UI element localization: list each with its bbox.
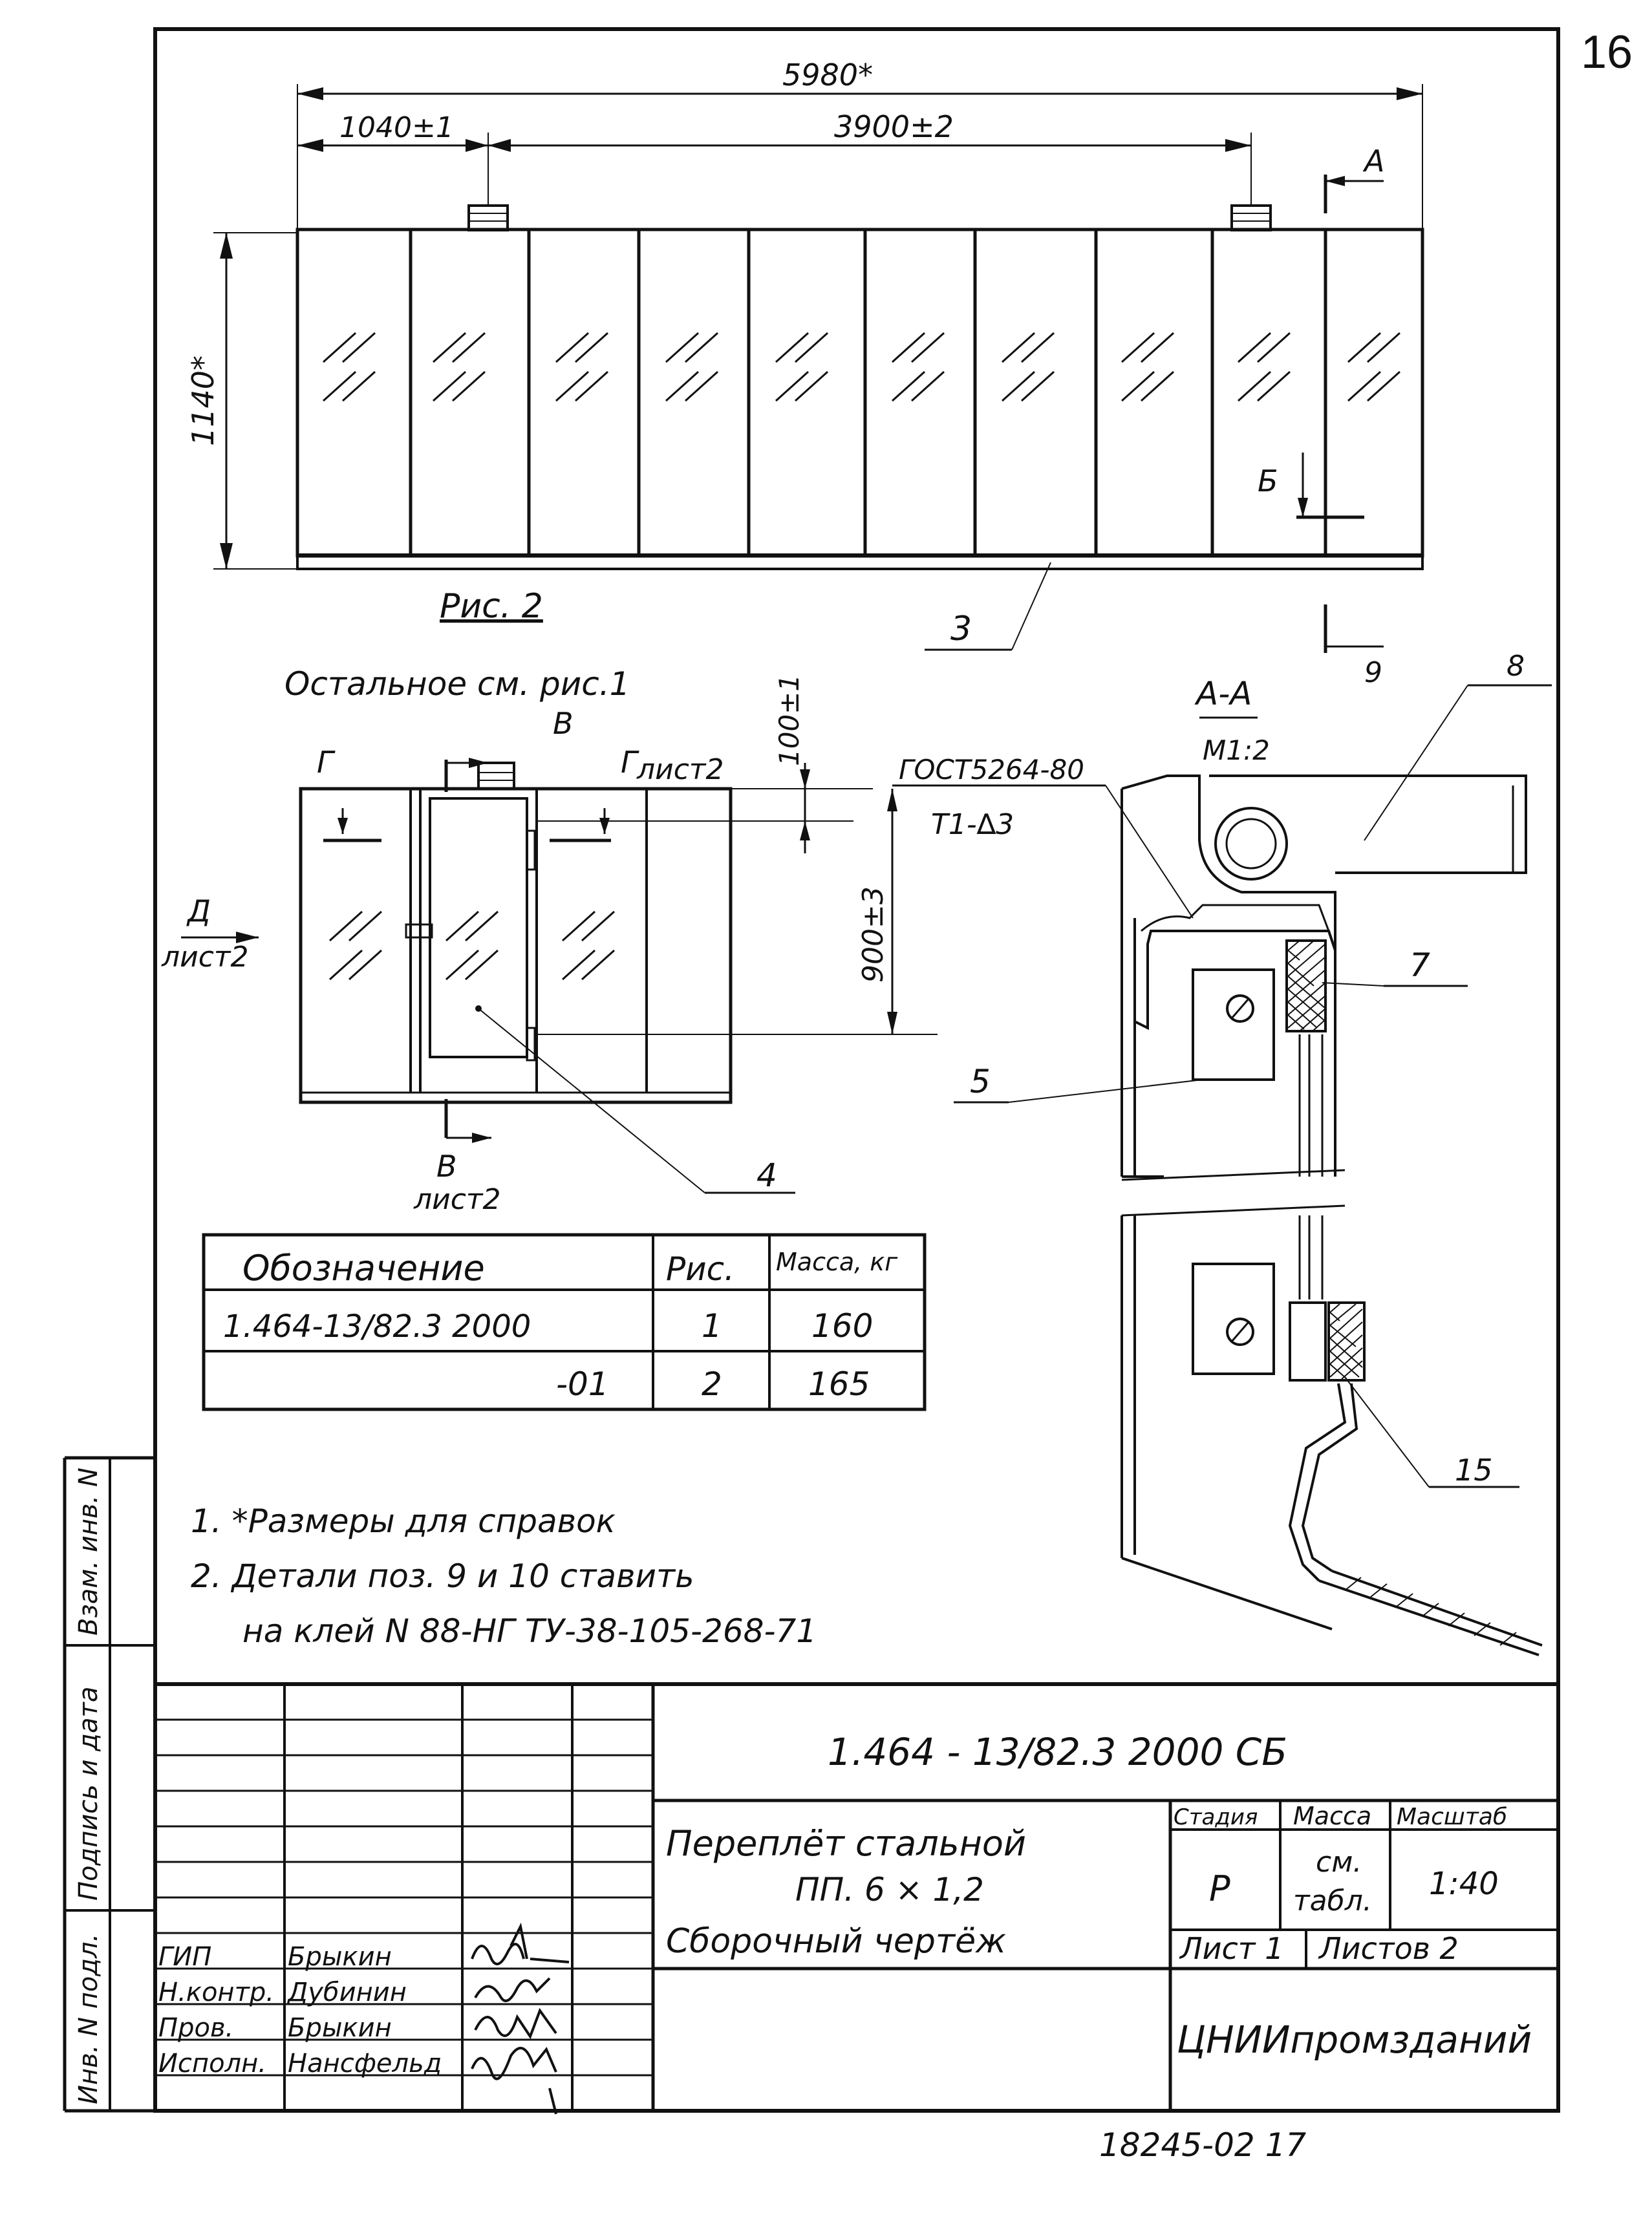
callout-3: 3 <box>950 610 972 648</box>
col-scale-label: Масштаб <box>1397 1804 1507 1830</box>
stage-value: Р <box>1209 1868 1230 1909</box>
section-aa-title: А-А <box>1194 675 1252 712</box>
page-number: 16 <box>1581 27 1633 78</box>
sheet-frame <box>63 27 1560 2113</box>
table-cell-designation-2: -01 <box>556 1365 609 1403</box>
note-line-3: на клей N 88-НГ ТУ-38-105-268-71 <box>242 1612 817 1650</box>
archive-number: 18245-02 17 <box>1099 2126 1306 2164</box>
sheet-ref-d: лист2 <box>161 941 249 974</box>
table-header-designation: Обозначение <box>242 1248 485 1288</box>
dim-overall-length: 5980* <box>782 58 873 92</box>
mass-value-line-1: см. <box>1316 1846 1362 1879</box>
mass-value-line-2: табл. <box>1293 1885 1372 1918</box>
col-mass-label: Масса <box>1293 1802 1371 1830</box>
dim-left-offset: 1040±1 <box>339 111 454 144</box>
table-cell-mass-2: 165 <box>808 1365 870 1403</box>
signatures <box>471 1922 570 2115</box>
sheet-ref-v: лист2 <box>413 1183 501 1216</box>
drawing-name-line-1: Переплёт стальной <box>666 1823 1026 1864</box>
stamp-label-inv-original: Инв. N подл. <box>74 1934 103 2104</box>
section-aa-scale: М1:2 <box>1203 734 1270 766</box>
table-cell-fig-2: 2 <box>702 1365 722 1403</box>
section-g-right: Г <box>621 745 639 780</box>
stamp-label-replace-inv: Взам. инв. N <box>74 1468 103 1636</box>
role-1: Н.контр. <box>158 1978 274 2007</box>
stamp-label-signature-date: Подпись и дата <box>74 1687 103 1901</box>
role-0: ГИП <box>158 1942 211 1972</box>
name-1: Дубинин <box>286 1978 407 2007</box>
figure-caption: Рис. 2 <box>440 587 543 626</box>
frame-fragment-view <box>181 758 1194 1194</box>
spec-table <box>202 1233 927 1411</box>
name-2: Брыкин <box>288 2013 392 2043</box>
callout-4: 4 <box>756 1157 777 1194</box>
section-v-bottom: В <box>436 1149 457 1184</box>
dim-hanger-spacing: 3900±2 <box>834 109 954 144</box>
sheet-number: Лист 1 <box>1179 1931 1283 1966</box>
weld-code: Т1-∆3 <box>931 808 1014 841</box>
table-cell-mass-1: 160 <box>811 1307 873 1345</box>
document-code: 1.464 - 13/82.3 2000 СБ <box>828 1730 1287 1774</box>
callout-15: 15 <box>1455 1453 1493 1488</box>
section-d-label: Д <box>186 893 211 928</box>
section-a-label: А <box>1362 144 1384 178</box>
callout-9: 9 <box>1364 656 1382 689</box>
dim-100: 100±1 <box>773 674 805 766</box>
dim-900: 900±3 <box>857 886 890 983</box>
title-block <box>155 1682 1558 2111</box>
section-aa-detail <box>954 684 1552 1656</box>
table-header-fig: Рис. <box>666 1250 735 1288</box>
callout-8: 8 <box>1507 650 1525 683</box>
dim-height: 1140* <box>186 356 220 446</box>
drawing-name-line-2: ПП. 6 × 1,2 <box>795 1871 984 1908</box>
callout-7: 7 <box>1410 946 1430 984</box>
window-frame-elevation <box>213 84 1424 653</box>
table-cell-fig-1: 1 <box>702 1307 722 1345</box>
table-header-mass: Масса, кг <box>776 1248 898 1276</box>
sheets-total: Листов 2 <box>1318 1931 1459 1966</box>
name-0: Брыкин <box>288 1942 392 1972</box>
figure-note: Остальное см. рис.1 <box>284 665 630 703</box>
section-b-label: Б <box>1258 464 1278 498</box>
table-cell-designation-1: 1.464-13/82.3 2000 <box>223 1309 531 1345</box>
drawing-name-line-3: Сборочный чертёж <box>666 1922 1006 1961</box>
name-3: Нансфельд <box>288 2049 442 2078</box>
weld-standard: ГОСТ5264-80 <box>899 754 1084 785</box>
callout-5: 5 <box>970 1063 991 1100</box>
organization-name: ЦНИИпромзданий <box>1177 2018 1532 2062</box>
role-3: Исполн. <box>158 2049 266 2078</box>
section-v-label: В <box>553 706 574 741</box>
col-stage-label: Стадия <box>1174 1804 1258 1830</box>
scale-value: 1:40 <box>1429 1866 1499 1902</box>
section-g-left: Г <box>317 745 336 780</box>
note-line-2: 2. Детали поз. 9 и 10 ставить <box>191 1557 694 1595</box>
note-line-1: 1. *Размеры для справок <box>191 1502 616 1540</box>
role-2: Пров. <box>158 2013 233 2043</box>
sheet-ref-g: лист2 <box>636 753 724 786</box>
